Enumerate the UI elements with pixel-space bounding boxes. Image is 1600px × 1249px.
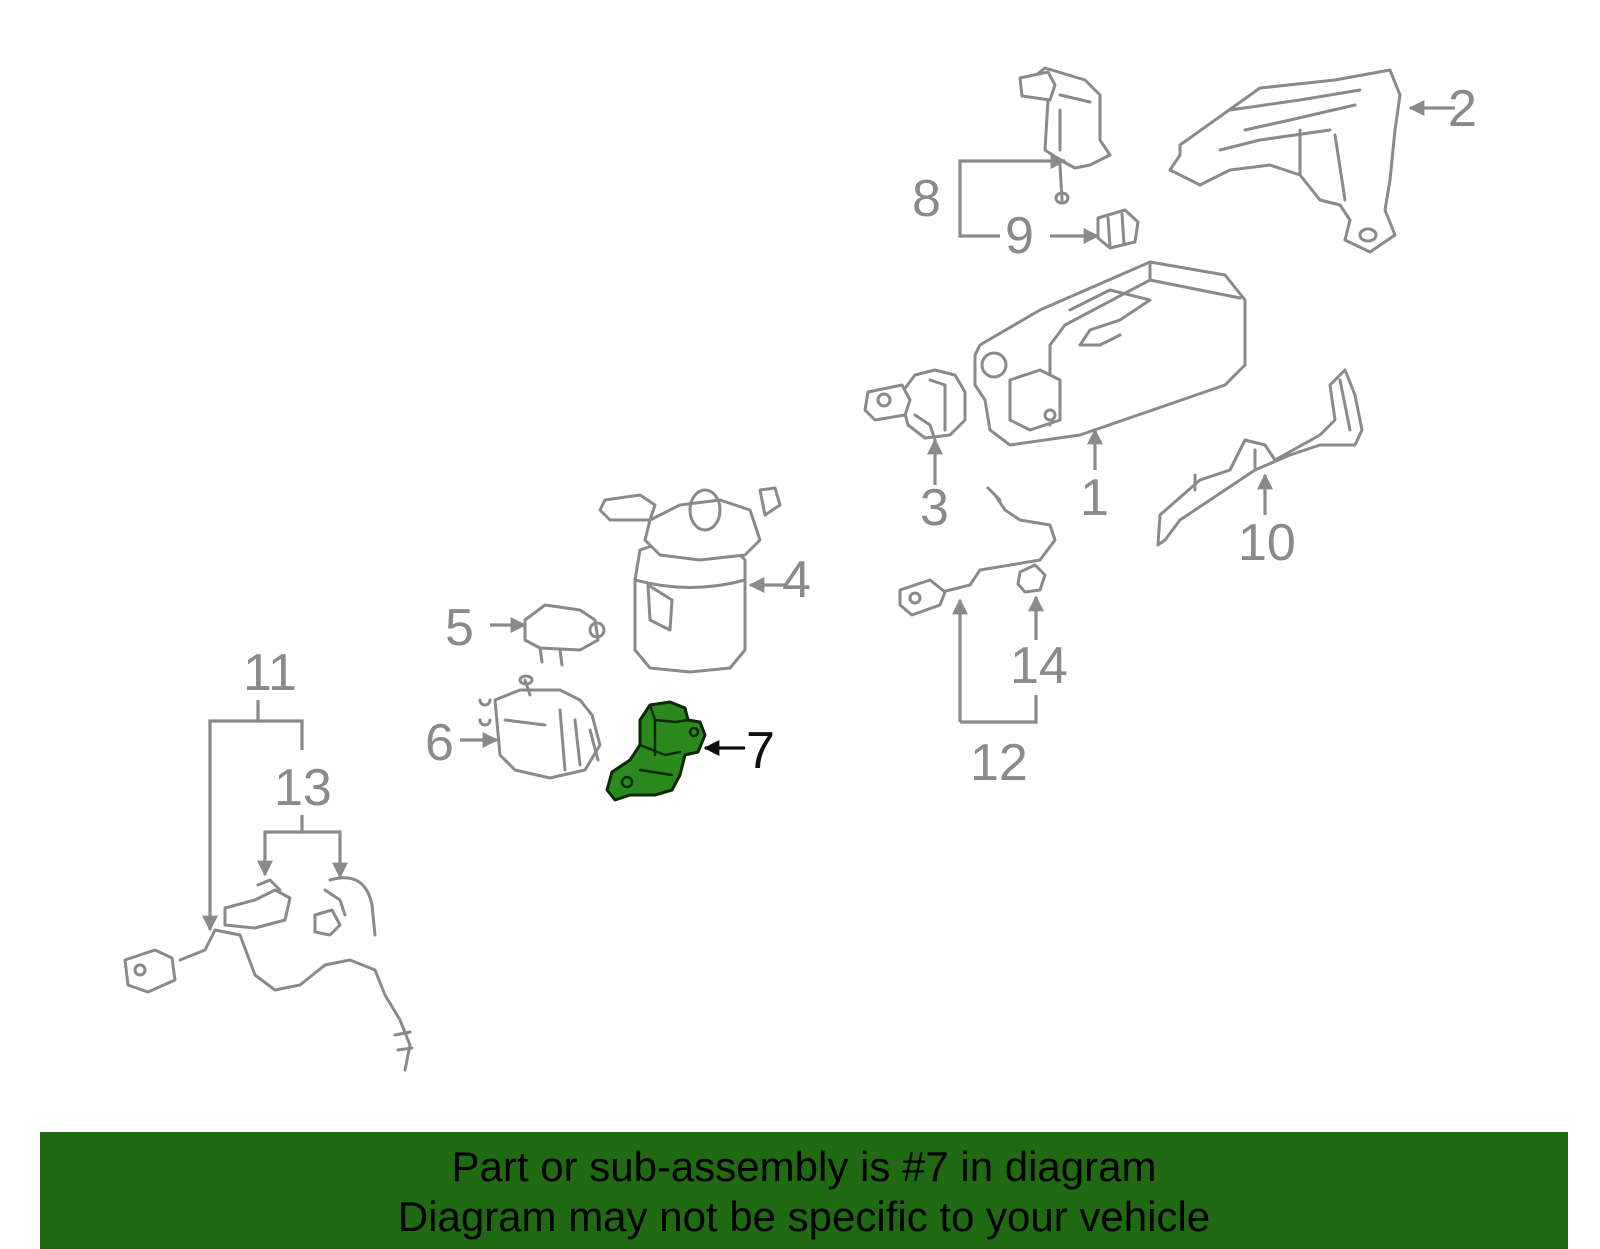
- part-14-clip[interactable]: [1016, 563, 1047, 594]
- callout-labels: 2 8 9 1 3 10 4 5 6 7 12 14 11 13: [243, 80, 1477, 817]
- callout-9: 9: [1005, 207, 1034, 265]
- part-13-clip-left[interactable]: [223, 878, 292, 930]
- leader-lines: [202, 100, 1455, 932]
- part-8-valve[interactable]: [1018, 66, 1112, 205]
- callout-5: 5: [445, 599, 474, 657]
- part-13-clip-right[interactable]: [313, 876, 377, 937]
- callout-7: 7: [746, 722, 775, 780]
- info-banner: Part or sub-assembly is #7 in diagram Di…: [40, 1132, 1568, 1249]
- callout-10: 10: [1238, 514, 1296, 572]
- callout-2: 2: [1448, 80, 1477, 138]
- part-12-harness[interactable]: [898, 486, 1057, 617]
- banner-line-part-number: Part or sub-assembly is #7 in diagram: [451, 1143, 1157, 1190]
- part-11-oxygen-sensor-harness[interactable]: [123, 928, 414, 1072]
- part-4-filter[interactable]: [598, 486, 782, 674]
- callout-1: 1: [1080, 469, 1109, 527]
- callout-8: 8: [912, 170, 941, 228]
- callout-14: 14: [1010, 637, 1068, 695]
- part-5-sensor[interactable]: [523, 603, 606, 667]
- callout-11: 11: [243, 644, 297, 702]
- parts-diagram: 2 8 9 1 3 10 4 5 6 7 12 14 11 13: [123, 66, 1477, 1072]
- callout-13: 13: [274, 759, 332, 817]
- part-10-bracket[interactable]: [1156, 368, 1364, 547]
- callout-3: 3: [920, 479, 949, 537]
- part-3-valve[interactable]: [863, 368, 967, 442]
- part-2-bracket[interactable]: [1168, 68, 1402, 254]
- callout-4: 4: [782, 551, 811, 609]
- part-6-valve[interactable]: [478, 674, 602, 780]
- part-1-canister[interactable]: [973, 260, 1247, 447]
- callout-12: 12: [970, 734, 1028, 792]
- part-9-cushion[interactable]: [1096, 208, 1140, 250]
- banner-line-disclaimer: Diagram may not be specific to your vehi…: [397, 1193, 1211, 1240]
- part-7-solenoid-highlighted[interactable]: [605, 700, 707, 802]
- callout-6: 6: [425, 714, 454, 772]
